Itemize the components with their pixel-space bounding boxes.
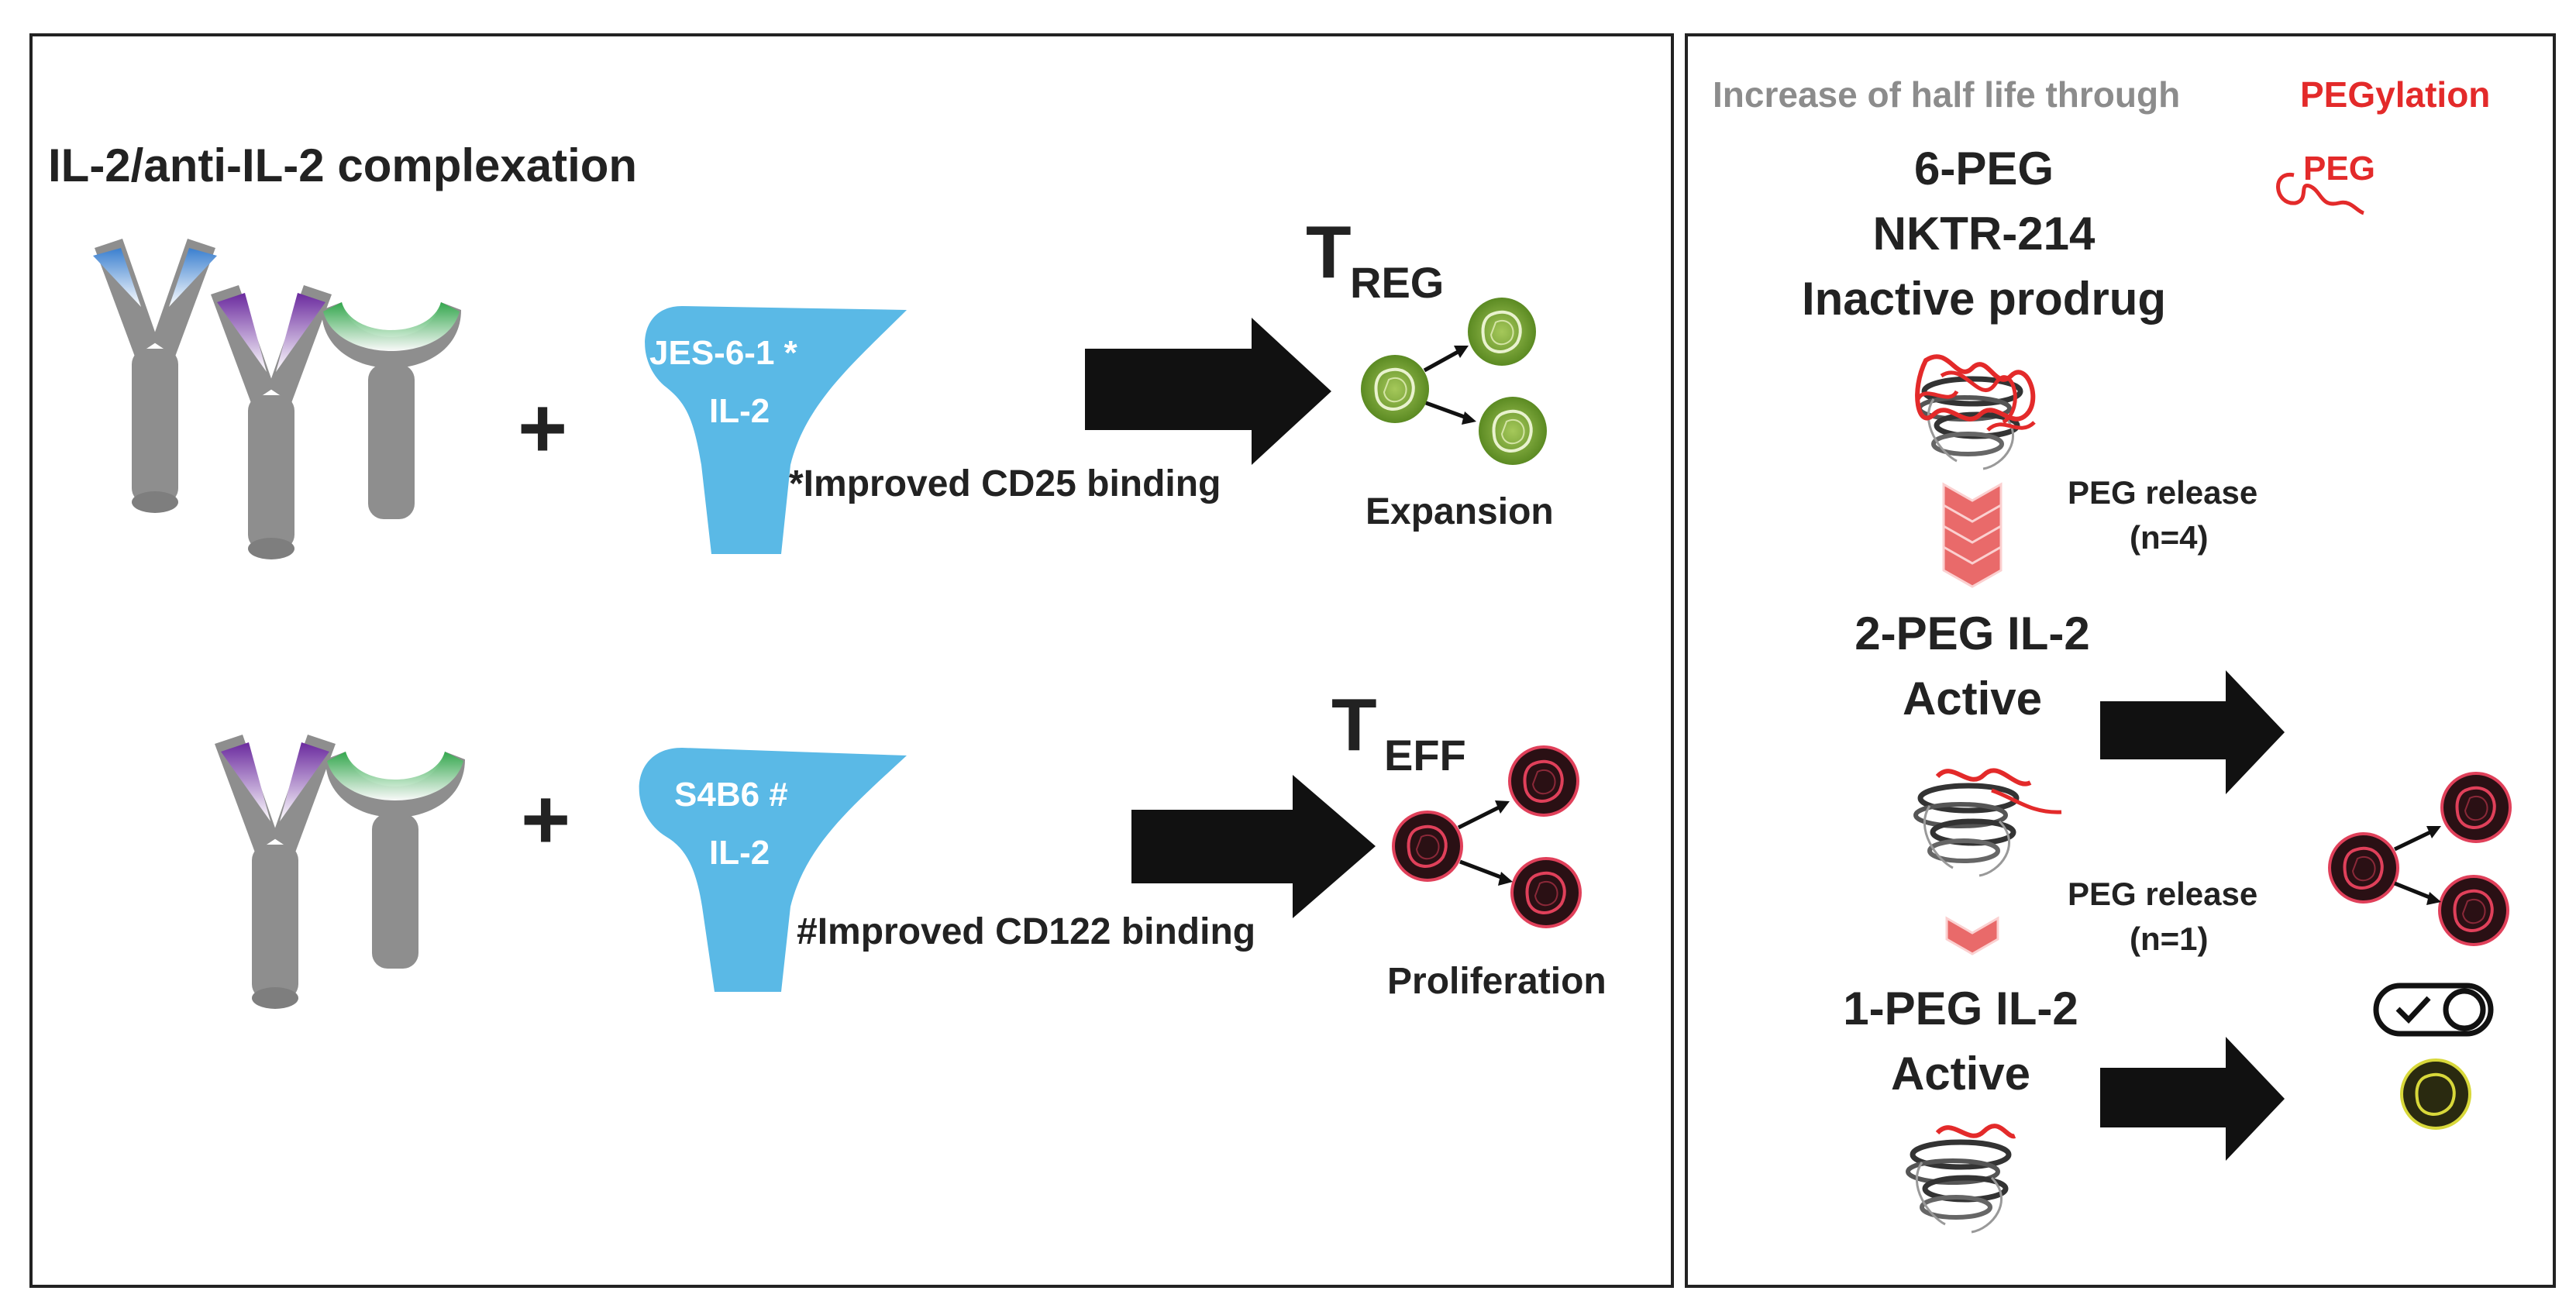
prodrug-line1: 6-PEG bbox=[1914, 143, 2054, 194]
antibody-icon bbox=[322, 302, 461, 519]
antibody-icon bbox=[93, 239, 217, 513]
cd25-binding-note: *Improved CD25 binding bbox=[789, 463, 1221, 504]
pegylation-heading-gray: Increase of half life through bbox=[1713, 74, 2180, 115]
teff-cell-icon bbox=[2438, 875, 2509, 946]
one-peg-label: 1-PEG IL-2 bbox=[1843, 983, 2078, 1034]
teff-cell-icon bbox=[1510, 857, 1582, 928]
teff-division-arrow bbox=[2393, 828, 2435, 852]
il2-protein-icon bbox=[1908, 1124, 2016, 1232]
cd122-binding-note: #Improved CD122 binding bbox=[797, 911, 1255, 952]
pegylation-heading-red: PEGylation bbox=[2300, 74, 2490, 115]
treg-cell-icon bbox=[1466, 296, 1538, 367]
teff-division-arrow bbox=[1459, 859, 1506, 881]
peg-release-2-line1: PEG release bbox=[2068, 876, 2257, 912]
arrow-right-icon bbox=[2100, 670, 2285, 794]
teff-division-arrow bbox=[1457, 804, 1503, 830]
left-panel-title: IL-2/anti-IL-2 complexation bbox=[48, 139, 637, 191]
treg-label-main: T bbox=[1306, 211, 1352, 294]
il2-protein-icon bbox=[1915, 354, 2036, 469]
peg-release-1-line2: (n=4) bbox=[2130, 519, 2209, 556]
antibody-icon bbox=[211, 285, 332, 559]
antibody-icon bbox=[215, 735, 336, 1009]
two-peg-active: Active bbox=[1903, 673, 2042, 725]
two-peg-label: 2-PEG IL-2 bbox=[1855, 608, 2089, 659]
arrow-right-icon bbox=[2100, 1037, 2285, 1161]
prodrug-line3: Inactive prodrug bbox=[1802, 273, 2166, 325]
peg-release-2-line2: (n=1) bbox=[2130, 921, 2209, 957]
peg-chain-icon bbox=[2276, 173, 2364, 215]
treg-cell-icon bbox=[1477, 395, 1548, 466]
right-panel-border bbox=[1685, 33, 2556, 1288]
treg-division-arrow bbox=[1425, 401, 1469, 421]
teff-label-main: T bbox=[1331, 683, 1377, 766]
toggle-switch-icon bbox=[2373, 983, 2494, 1037]
il2-protein-icon bbox=[1916, 768, 2062, 876]
plus-sign-row2: + bbox=[521, 772, 570, 867]
prodrug-line2: NKTR-214 bbox=[1873, 208, 2096, 260]
arrow-right-icon bbox=[1085, 318, 1331, 465]
peg-legend-label: PEG bbox=[2303, 150, 2375, 188]
jes-6-1-il2-complex bbox=[645, 306, 907, 554]
s4b6-il2-complex bbox=[639, 748, 907, 992]
left-panel-border bbox=[29, 33, 1674, 1288]
treg-cell-icon bbox=[1359, 353, 1431, 425]
teff-cell-icon bbox=[2440, 772, 2512, 843]
inactive-teff-cell-icon bbox=[2400, 1058, 2471, 1130]
plus-sign-row1: + bbox=[518, 380, 567, 476]
teff-cell-icon bbox=[1392, 811, 1463, 882]
treg-label-sub: REG bbox=[1350, 258, 1444, 307]
arrow-right-icon bbox=[1131, 775, 1376, 918]
proliferation-label: Proliferation bbox=[1387, 961, 1607, 1002]
one-peg-active: Active bbox=[1891, 1048, 2030, 1100]
il2-label-row2: IL-2 bbox=[709, 834, 770, 872]
il2-label-row1: IL-2 bbox=[709, 392, 770, 430]
antibody-icon bbox=[325, 752, 465, 969]
expansion-label: Expansion bbox=[1365, 491, 1554, 532]
teff-cell-icon bbox=[2328, 832, 2399, 904]
chevron-down-icon bbox=[1945, 916, 1999, 955]
treg-division-arrow bbox=[1423, 348, 1462, 373]
teff-label-sub: EFF bbox=[1384, 731, 1466, 780]
peg-release-1-line1: PEG release bbox=[2068, 474, 2257, 511]
chevron-down-icon bbox=[1942, 482, 2003, 588]
jes-6-1-label: JES-6-1 * bbox=[649, 334, 798, 372]
teff-cell-icon bbox=[1508, 745, 1579, 817]
teff-division-arrow bbox=[2394, 881, 2434, 901]
s4b6-label: S4B6 # bbox=[674, 776, 788, 814]
